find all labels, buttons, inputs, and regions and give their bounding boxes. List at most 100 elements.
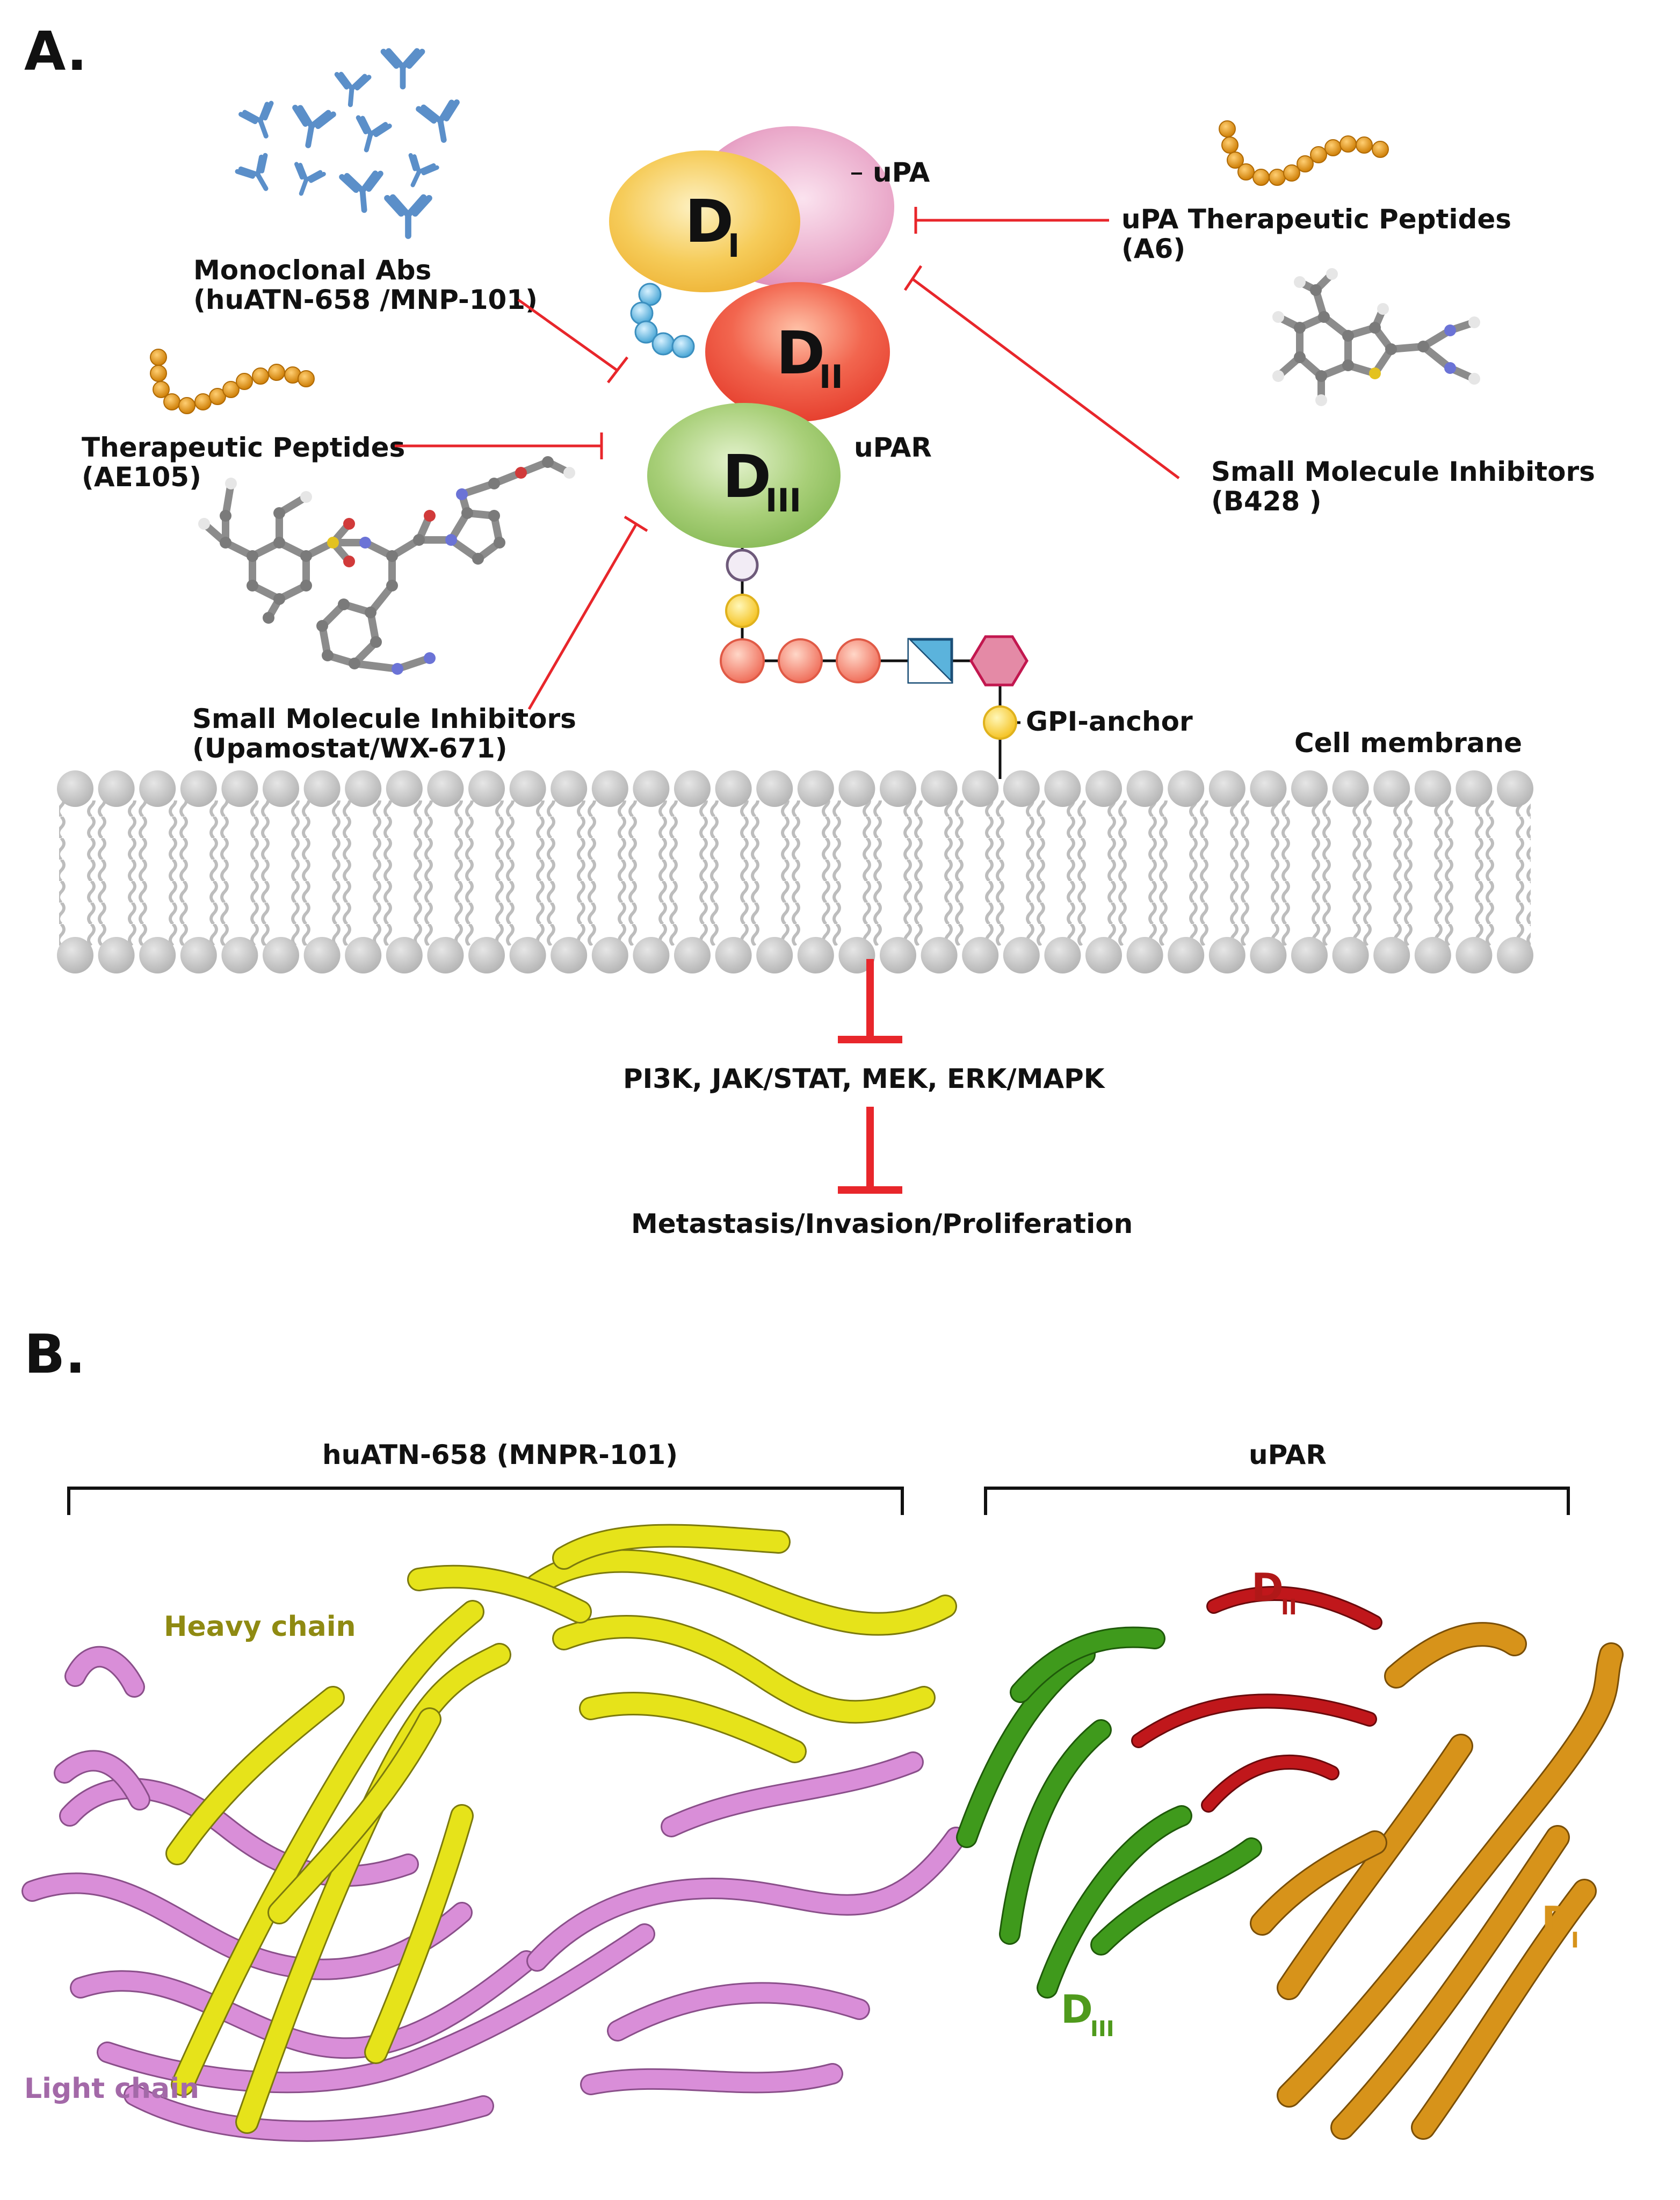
lipid-head-top [345,770,382,807]
svg-text:D: D [1541,1898,1574,1943]
heavy-chain-ribbon [165,1524,957,2134]
sm-right-inhibition-line [903,265,1180,480]
lipid-head-bottom [591,937,628,973]
lipid-head-bottom [674,937,711,973]
svg-text:II: II [1281,1595,1297,1620]
inhibition-pathways-arrow [838,959,902,1043]
peptides-label-line2: (AE105) [82,461,201,493]
domain-linker [630,283,695,358]
lipid-head-bottom [1126,937,1163,973]
lipid-head-top [509,770,546,807]
lipid-head-top [1126,770,1163,807]
lipid-head-bottom [57,937,93,973]
upar-bracket [984,1487,1570,1515]
lipid-head-top [139,770,176,807]
b428-molecule-icon [1272,268,1480,406]
antibody-structure-title: huATN-658 (MNPR-101) [322,1439,678,1470]
upar-d1-ribbon [1250,1622,1624,2140]
lipid-head-bottom [427,937,464,973]
lipid-head-bottom [139,937,176,973]
lipid-head-bottom [838,937,875,973]
sm-left-label-line1: Small Molecule Inhibitors [192,703,576,734]
svg-text:D: D [776,319,825,387]
sm-left-label-line2: (Upamostat/WX-671) [192,733,508,764]
lipid-head-bottom [1085,937,1122,973]
upa-peptides-label-line2: (A6) [1121,233,1185,264]
upamostat-molecule-icon [198,456,575,675]
ribbon-d1-label: D I [1541,1898,1579,1953]
lipid-head-top [263,770,299,807]
lipid-head-bottom [962,937,999,973]
light-chain-label: Light chain [24,2073,199,2105]
svg-text:D: D [722,442,771,511]
lipid-head-bottom [1455,937,1493,973]
upar-label: uPAR [854,432,932,463]
lipid-head-top [1291,770,1328,807]
lipid-head-bottom [1414,937,1451,973]
peptides-inhibition-line [395,432,603,459]
lipid-head-bottom [797,937,834,973]
lipid-head-top [1003,770,1040,807]
glycan-inositol [969,635,1029,687]
lipid-head-top [756,770,793,807]
lipid-head-top [98,770,135,807]
lipid-head-bottom [715,937,752,973]
lipid-head-top [303,770,341,807]
lipid-head-top [1497,770,1533,807]
lipid-head-bottom [468,937,505,973]
mabs-inhibition-line [517,298,628,384]
panel-b-label: B. [24,1323,85,1386]
upar-d2-ribbon [1131,1586,1382,1813]
upa-peptides-inhibition-line [914,207,1109,234]
lipid-head-top [1414,770,1451,807]
lipid-head-top [1208,770,1245,807]
pathways-label: PI3K, JAK/STAT, MEK, ERK/MAPK [623,1063,1106,1094]
svg-text:III: III [1090,2017,1114,2042]
glycan-ethanolamine [726,549,759,582]
lipid-head-top [468,770,505,807]
svg-text:D: D [1251,1565,1284,1610]
lipid-head-top [1044,770,1081,807]
lipid-head-bottom [1332,937,1369,973]
domain-d3: D III [647,403,841,548]
glycan-mannose-2 [778,638,823,683]
svg-text:D: D [1061,1987,1093,2032]
lipid-head-top [838,770,875,807]
glycan-phosphate [725,594,759,628]
lipid-head-bottom [756,937,793,973]
lipid-head-bottom [1044,937,1081,973]
mabs-label-line2: (huATN-658 /MNP-101) [193,284,538,315]
lipid-head-bottom [303,937,341,973]
lipid-head-top [1250,770,1287,807]
upa-therapeutic-peptide-icon [1219,120,1389,186]
lipid-head-bottom [1291,937,1328,973]
outcomes-label: Metastasis/Invasion/Proliferation [631,1208,1133,1239]
lipid-head-top [221,770,258,807]
domain-d1: D I [609,150,800,292]
svg-text:III: III [765,482,801,520]
lipid-head-top [1455,770,1493,807]
lipid-head-bottom [345,937,382,973]
lipid-head-top [715,770,752,807]
cell-membrane-label: Cell membrane [1294,727,1522,759]
heavy-chain-label: Heavy chain [164,1611,356,1643]
lipid-head-top [1168,770,1205,807]
upa-label: uPA [873,157,930,188]
sm-right-label-line2: (B428 ) [1211,486,1322,517]
lipid-head-top [551,770,588,807]
peptides-label-line1: Therapeutic Peptides [82,432,405,463]
lipid-head-top [633,770,670,807]
antibody-bracket [67,1487,904,1515]
lipid-head-top [674,770,711,807]
inhibition-outcomes-arrow [838,1107,902,1194]
lipid-head-bottom [386,937,423,973]
lipid-head-bottom [1497,937,1533,973]
sm-right-label-line1: Small Molecule Inhibitors [1211,456,1595,487]
lipid-head-top [386,770,423,807]
lipid-head-bottom [1003,937,1040,973]
light-chain-ribbon [21,1646,967,2142]
lipid-head-bottom [1168,937,1205,973]
upar-d3-ribbon [956,1626,1262,1999]
mabs-label-line1: Monoclonal Abs [193,255,431,286]
lipid-head-bottom [880,937,916,973]
